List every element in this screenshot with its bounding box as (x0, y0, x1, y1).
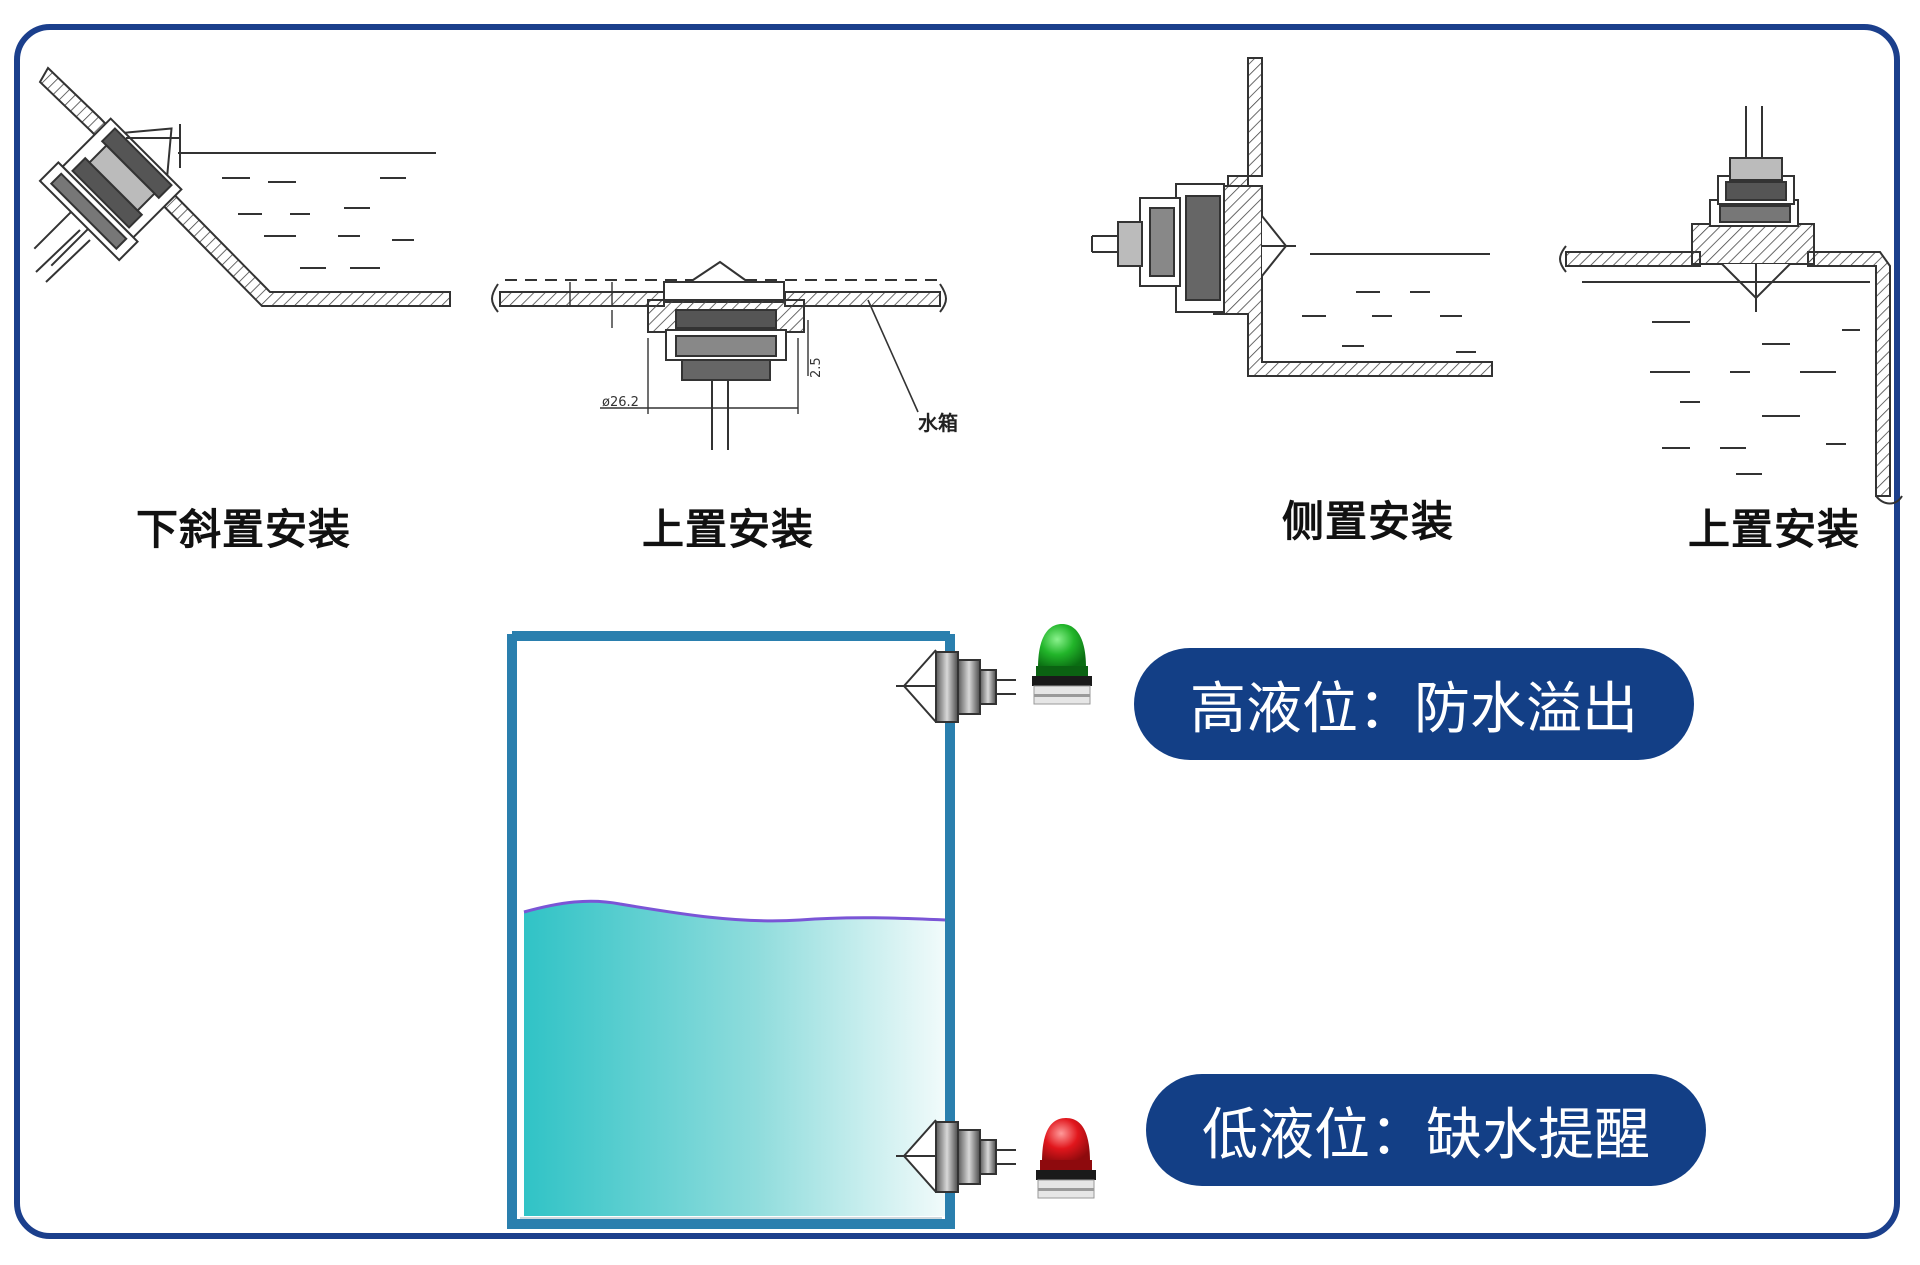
water-surface (523, 899, 947, 923)
water-tank (507, 631, 955, 1229)
diameter-annotation: ø26.2 (602, 395, 639, 410)
caption-top-mount-1: 上置安装 (642, 505, 815, 554)
low-level-label: 低液位：缺水提醒 (1146, 1074, 1706, 1186)
green-beacon-icon (1032, 624, 1092, 705)
high-level-label: 高液位：防水溢出 (1134, 648, 1694, 760)
caption-side-mount: 侧置安装 (1282, 497, 1455, 546)
low-level-sensor (896, 1119, 1016, 1193)
drawing-top-mount-corner (1559, 106, 1903, 505)
water-tank-annotation: 水箱 (918, 411, 958, 435)
caption-incline-bottom: 下斜置安装 (136, 505, 352, 554)
high-level-sensor (896, 649, 1016, 723)
drawing-top-mount-plate (491, 260, 947, 450)
rounded-frame (14, 24, 1900, 1239)
caption-top-mount-2: 上置安装 (1688, 505, 1861, 554)
drawing-side-mount (1091, 57, 1493, 377)
red-beacon-icon (1036, 1118, 1096, 1199)
drawing-incline-bottom (33, 66, 451, 307)
height-annotation: 2.5 (809, 357, 824, 378)
